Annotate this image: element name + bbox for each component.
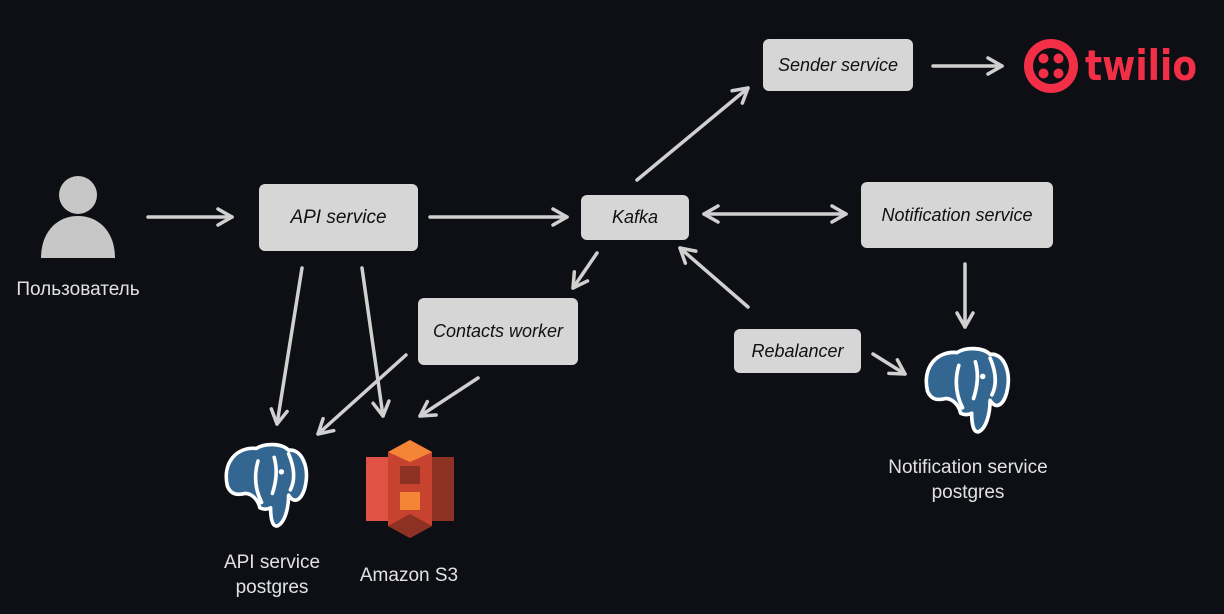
api-postgres-caption-line1: API service	[223, 552, 321, 573]
api-postgres-caption-line2: postgres	[235, 577, 309, 598]
contacts-worker-node: Contacts worker	[418, 298, 578, 365]
twilio-logo: twilio	[1024, 39, 1197, 93]
notification-postgres-caption-line2: postgres	[931, 482, 1005, 503]
user-icon	[41, 176, 115, 258]
arrow-contacts-to-s3	[418, 376, 480, 418]
api-service-node: API service	[259, 184, 418, 251]
sender-service-node: Sender service	[763, 39, 913, 91]
notification-service-node: Notification service	[861, 182, 1053, 248]
arrows	[146, 56, 1004, 436]
notification-postgres-caption: Notification service postgres	[858, 455, 1078, 505]
arrow-api-to-s3	[360, 266, 391, 418]
kafka-node: Kafka	[581, 195, 689, 240]
notification-postgres-caption-line1: Notification service	[888, 457, 1048, 478]
arrow-rebalancer-to-postgres	[871, 352, 907, 376]
arrow-rebalancer-to-kafka	[678, 246, 750, 309]
amazon-s3-caption: Amazon S3	[359, 565, 459, 586]
postgres-elephant-icon	[224, 442, 309, 528]
arrow-contacts-to-api-postgres	[316, 353, 408, 436]
arrow-kafka-to-contacts-worker	[571, 251, 599, 290]
api-postgres-caption: API service postgres	[200, 550, 344, 600]
postgres-elephant-icon	[924, 346, 1011, 434]
amazon-s3-icon	[366, 440, 454, 538]
user-caption: Пользователь	[16, 279, 140, 300]
arrow-kafka-to-sender	[635, 86, 750, 182]
rebalancer-node: Rebalancer	[734, 329, 861, 373]
twilio-wordmark: twilio	[1085, 41, 1197, 90]
arrow-api-to-api-postgres	[269, 266, 304, 426]
